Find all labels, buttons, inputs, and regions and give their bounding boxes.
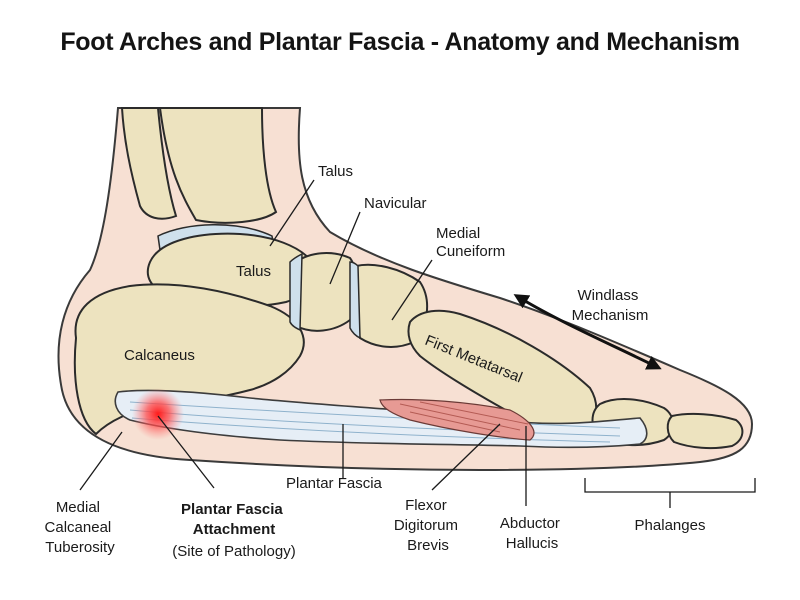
label-flexor-digitorum-brevis: Flexor Digitorum Brevis	[394, 497, 462, 554]
leader-navicular	[329, 211, 361, 285]
navicular-cartilage	[289, 252, 303, 332]
windlass-arrow	[513, 294, 662, 370]
label-site-of-pathology: (Site of Pathology)	[172, 543, 295, 560]
label-talus-top: Talus	[318, 163, 353, 180]
label-abductor-hallucis: Abductor Hallucis	[500, 515, 564, 552]
tibia-bone	[158, 107, 278, 224]
plantar-fascia-pathology-highlight	[132, 388, 184, 440]
fibula-bone	[120, 107, 178, 220]
page-title: Foot Arches and Plantar Fascia - Anatomy…	[60, 28, 740, 56]
label-medial-cuneiform: Medial Cuneiform	[436, 225, 505, 260]
leader-flexor-digitorum-brevis	[431, 423, 501, 491]
leader-medial-cuneiform	[391, 259, 433, 321]
label-plantar-fascia-attachment: Plantar Fascia Attachment	[181, 501, 287, 538]
leader-talus-top	[269, 179, 315, 247]
label-windlass-mechanism: Windlass Mechanism	[572, 287, 649, 324]
cuneiform-cartilage	[349, 261, 361, 340]
muscle-fiber-lines	[399, 401, 529, 433]
flexor-digitorum-brevis-muscle	[379, 398, 535, 441]
label-navicular: Navicular	[364, 195, 427, 212]
label-phalanges: Phalanges	[635, 517, 706, 534]
label-talus-inner: Talus	[236, 263, 271, 280]
leader-pathology	[157, 415, 215, 489]
label-calcaneus: Calcaneus	[124, 347, 195, 364]
phalanges-bracket	[584, 478, 756, 508]
label-medial-calcaneal-tuberosity: Medial Calcaneal Tuberosity	[45, 499, 116, 556]
label-plantar-fascia: Plantar Fascia	[286, 475, 383, 492]
leader-medial-calcaneal-tuberosity	[79, 431, 123, 491]
distal-phalanx-bone	[666, 412, 744, 450]
